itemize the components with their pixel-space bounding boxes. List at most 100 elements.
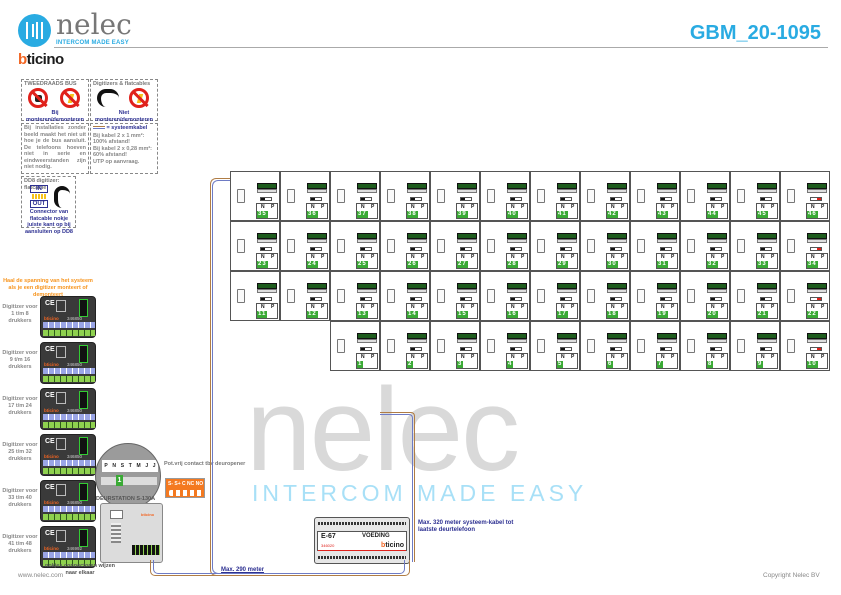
- bus-terminals: [43, 376, 95, 382]
- bus-terminal-block: [457, 183, 477, 189]
- n-label: N: [811, 354, 815, 360]
- aux-terminal-block: [657, 189, 677, 193]
- bus-terminal-block: [757, 233, 777, 239]
- bticino-logo: bticino: [18, 52, 64, 68]
- p-label: P: [421, 204, 425, 210]
- handset-icon: [437, 239, 445, 253]
- handset-icon: [437, 339, 445, 353]
- n-label: N: [611, 254, 615, 260]
- psu-brand-b: b: [381, 542, 386, 549]
- key-label: J: [145, 463, 149, 469]
- digitizer-part: 346850: [67, 454, 83, 459]
- aux-terminal-block: [607, 339, 627, 343]
- psu-brand-rest: ticino: [385, 542, 404, 549]
- aux-terminal-block: [757, 289, 777, 293]
- termination-switch: [660, 197, 672, 201]
- door-phone-number: 35: [257, 211, 268, 218]
- door-phone-number: 5: [557, 361, 564, 368]
- bus-terminal-block: [657, 183, 677, 189]
- aux-terminal-block: [607, 189, 627, 193]
- door-phone-number: 46: [807, 211, 818, 218]
- n-label: N: [811, 204, 815, 210]
- bus-terminal-block: [757, 283, 777, 289]
- aux-terminal-block: [707, 289, 727, 293]
- termination-switch: [260, 197, 272, 201]
- bus-terminal-block: [707, 333, 727, 339]
- handset-icon: [237, 289, 245, 303]
- p-label: P: [721, 354, 725, 360]
- door-station: bticino: [100, 503, 163, 563]
- bus-wire-blue: [212, 180, 230, 574]
- bticino-b: b: [18, 51, 27, 68]
- bus-terminal-block: [407, 183, 427, 189]
- digitizer-brand: bticino: [44, 316, 59, 321]
- door-phone-number: 23: [257, 261, 268, 268]
- bus-title: TWEEDRAADS BUS: [24, 81, 77, 87]
- psu-name: VOEDING: [362, 533, 390, 539]
- bus-terminals: [43, 422, 95, 428]
- termination-switch: [760, 297, 772, 301]
- door-phone-number: 19: [657, 311, 668, 318]
- aux-terminal-block: [707, 339, 727, 343]
- handset-icon: [437, 189, 445, 203]
- key-label: P: [104, 463, 108, 469]
- door-station-window: [110, 510, 123, 519]
- installation-info-box: Bij installaties zonder beeld maakt het …: [21, 123, 89, 174]
- p-label: P: [671, 204, 675, 210]
- handset-icon: [287, 239, 295, 253]
- p-label: P: [321, 204, 325, 210]
- bus-terminals: [43, 560, 95, 566]
- termination-switch: [560, 247, 572, 251]
- door-phone-number: 43: [657, 211, 668, 218]
- termination-switch: [710, 297, 722, 301]
- header-divider: [54, 47, 828, 48]
- p-label: P: [821, 354, 825, 360]
- bus-terminal-block: [557, 183, 577, 189]
- p-label: P: [771, 354, 775, 360]
- flatcable-icon-2: [54, 186, 70, 208]
- digitizer-part: 346850: [67, 316, 83, 321]
- door-phone-number: 22: [807, 311, 818, 318]
- p-label: P: [771, 304, 775, 310]
- door-phone-number: 1: [357, 361, 364, 368]
- power-supply: E-67 VOEDING 346020 bticino: [314, 517, 410, 564]
- digitizer-brand: bticino: [44, 408, 59, 413]
- aux-terminal-block: [807, 289, 827, 293]
- digitizer-module: CE bticino 346850: [40, 296, 96, 338]
- door-phone-number: 36: [307, 211, 318, 218]
- p-label: P: [471, 304, 475, 310]
- aux-terminal-block: [507, 189, 527, 193]
- relay-label: Pot.vrij contact tbv deuropener: [164, 461, 246, 467]
- aux-terminal-block: [557, 339, 577, 343]
- handset-icon: [237, 239, 245, 253]
- handset-icon: [487, 339, 495, 353]
- ce-mark: CE: [45, 300, 55, 307]
- door-phone-number: 24: [307, 261, 318, 268]
- n-label: N: [261, 304, 265, 310]
- handset-icon: [637, 289, 645, 303]
- aux-terminal-block: [657, 339, 677, 343]
- aux-terminal-block: [257, 239, 277, 243]
- bus-terminal-block: [507, 183, 527, 189]
- bus-terminal-block: [257, 283, 277, 289]
- max-system-cable-note: Max. 320 meter systeem-kabel tot laatste…: [418, 520, 514, 533]
- digitizer-label: Digitizer voor 9 t/m 16 drukkers: [2, 350, 38, 370]
- digitizer-part: 346850: [67, 408, 83, 413]
- door-phone-number: 21: [757, 311, 768, 318]
- termination-switch: [510, 197, 522, 201]
- p-label: P: [771, 254, 775, 260]
- ce-mark: CE: [45, 392, 55, 399]
- bus-wire-bottom-blue: [153, 560, 405, 574]
- p-label: P: [571, 354, 575, 360]
- digitizer-part: 346992: [67, 546, 83, 551]
- dd8-in-box: IN: [30, 185, 48, 193]
- termination-switch: [510, 347, 522, 351]
